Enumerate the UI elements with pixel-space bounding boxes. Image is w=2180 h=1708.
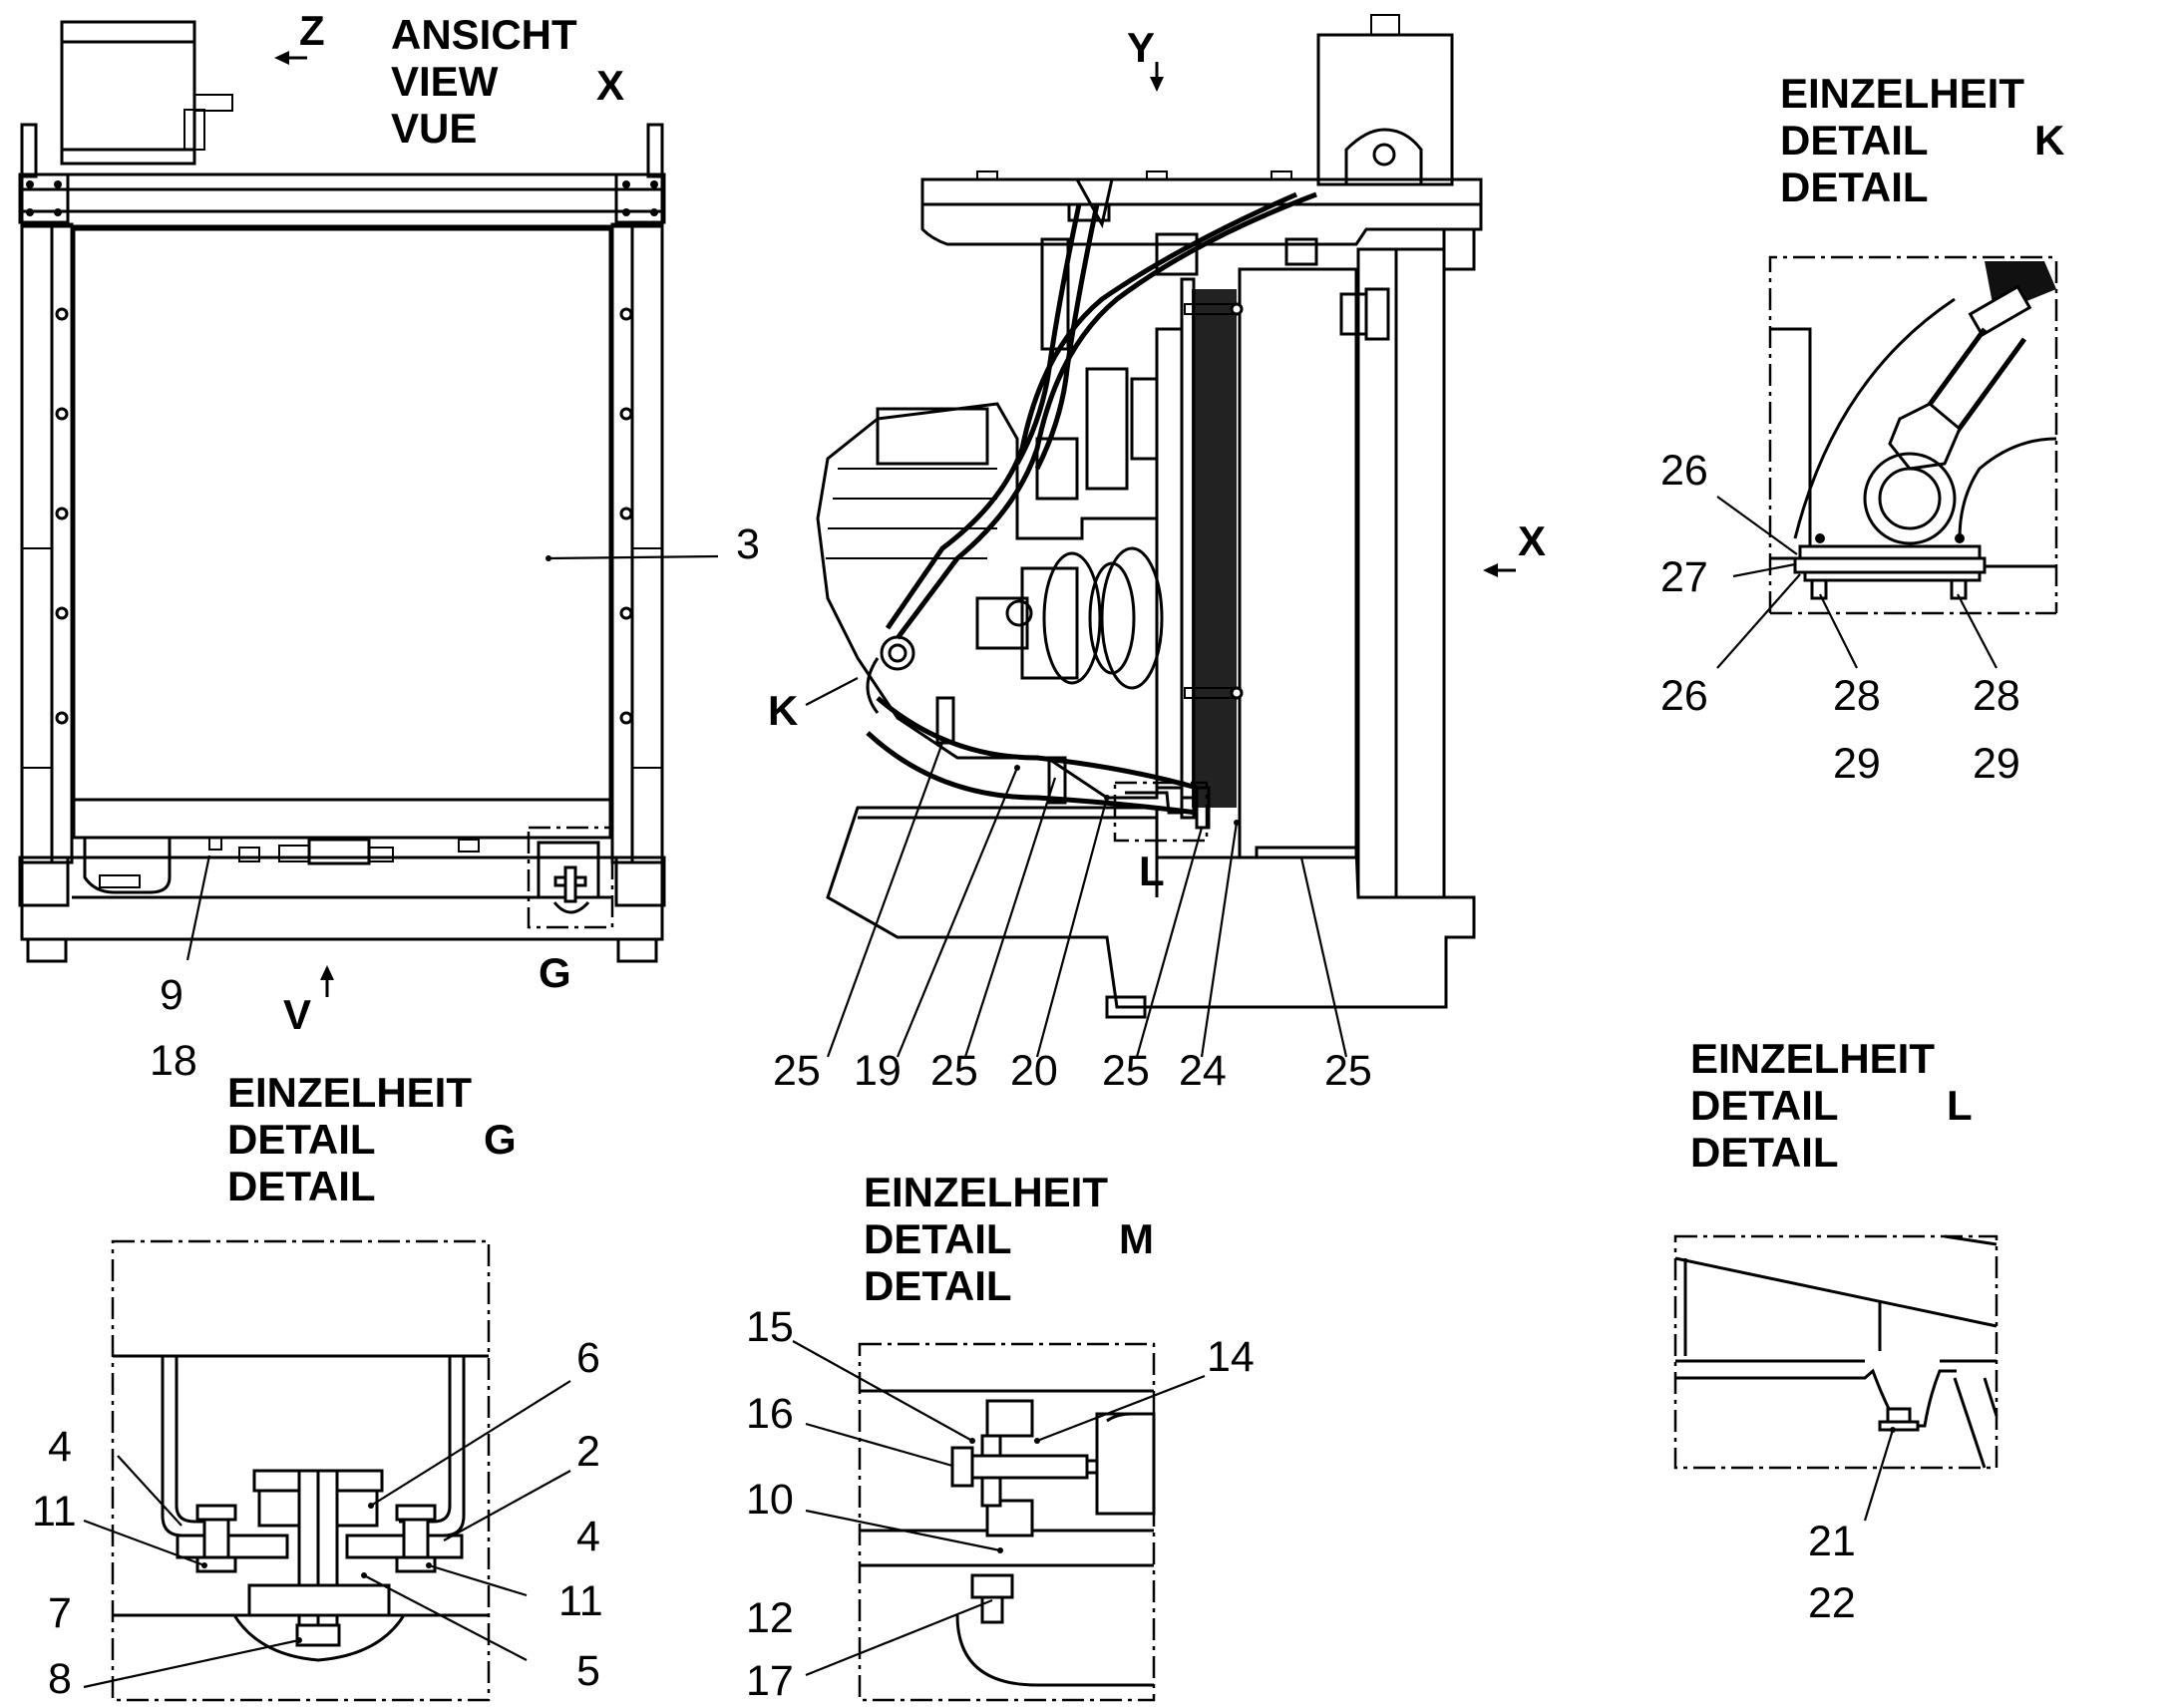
detail-k-callout-28b: 28 <box>1973 672 2020 720</box>
detail-m-callout-16: 16 <box>746 1390 794 1438</box>
detail-k-callout-28a: 28 <box>1833 672 1881 720</box>
marker-l-label: L <box>1139 848 1165 894</box>
detail-k-callout-29a: 29 <box>1833 740 1881 788</box>
detail-l-l1: EINZELHEIT <box>1690 1035 1935 1082</box>
side-callout-6: 25 <box>1324 1047 1372 1095</box>
detail-k-callout-29b: 29 <box>1973 740 2020 788</box>
detail-l-drawing <box>1673 1234 1998 1522</box>
arrow-y-label: Y <box>1127 24 1155 71</box>
callout-9: 9 <box>160 971 183 1019</box>
detail-g-title: EINZELHEIT DETAIL DETAIL G <box>227 1069 517 1209</box>
detail-m-callout-15: 15 <box>746 1303 794 1351</box>
detail-g-callout-4a: 4 <box>48 1423 72 1471</box>
detail-m-drawing <box>792 1340 1206 1702</box>
detail-k-callout-26a: 26 <box>1660 447 1708 495</box>
detail-l-l3: DETAIL <box>1690 1129 1839 1176</box>
detail-l-title: EINZELHEIT DETAIL DETAIL L <box>1690 1035 1973 1176</box>
detail-m-callout-12: 12 <box>746 1594 794 1642</box>
side-callout-0: 25 <box>773 1047 821 1095</box>
marker-k-label: K <box>768 687 798 734</box>
detail-g-drawing <box>83 1239 571 1702</box>
detail-m-letter: M <box>1119 1215 1154 1262</box>
detail-g-callout-11a: 11 <box>32 1488 77 1536</box>
detail-g-callout-11b: 11 <box>558 1577 603 1625</box>
marker-g-label: G <box>539 949 571 996</box>
detail-m-title: EINZELHEIT DETAIL DETAIL M <box>864 1169 1154 1309</box>
leader-3 <box>547 554 719 560</box>
detail-g-l2: DETAIL <box>227 1116 376 1163</box>
callout-18: 18 <box>150 1037 197 1085</box>
detail-m-callout-17: 17 <box>746 1657 794 1705</box>
detail-m-callout-10: 10 <box>746 1476 794 1524</box>
detail-k-l1: EINZELHEIT <box>1780 70 2024 117</box>
detail-m-callout-14: 14 <box>1207 1333 1255 1381</box>
detail-k-callout-26b: 26 <box>1660 672 1708 720</box>
view-x-title-l1: ANSICHT <box>391 11 577 58</box>
arrow-v-label: V <box>283 991 311 1038</box>
detail-k-l3: DETAIL <box>1780 164 1929 210</box>
side-callout-3: 20 <box>1010 1047 1058 1095</box>
detail-m-l1: EINZELHEIT <box>864 1169 1108 1215</box>
detail-m-l3: DETAIL <box>864 1262 1012 1309</box>
detail-g-l1: EINZELHEIT <box>227 1069 472 1116</box>
detail-g-callout-6: 6 <box>576 1334 600 1382</box>
detail-l-callout-21: 21 <box>1808 1518 1856 1565</box>
detail-m-l2: DETAIL <box>864 1215 1012 1262</box>
detail-l-callout-22: 22 <box>1808 1579 1856 1627</box>
view-x-title-letter: X <box>596 62 624 109</box>
detail-g-callout-7: 7 <box>48 1589 72 1637</box>
detail-k-callout-27: 27 <box>1660 553 1708 601</box>
side-callout-4: 25 <box>1102 1047 1150 1095</box>
detail-g-callout-2: 2 <box>576 1428 600 1476</box>
side-view-drawing <box>805 14 1516 1019</box>
arrow-z-label: Z <box>299 7 325 54</box>
view-x-title: ANSICHT VIEW VUE X <box>391 11 624 152</box>
side-view-leaders <box>826 742 1348 1058</box>
detail-k-title: EINZELHEIT DETAIL DETAIL K <box>1780 70 2064 210</box>
side-callout-2: 25 <box>930 1047 978 1095</box>
detail-k-l2: DETAIL <box>1780 117 1929 164</box>
side-callout-5: 24 <box>1179 1047 1227 1095</box>
detail-g-callout-5: 5 <box>576 1647 600 1695</box>
detail-g-callout-8: 8 <box>48 1655 72 1703</box>
detail-k-drawing <box>1716 255 2058 669</box>
detail-k-letter: K <box>2034 117 2064 164</box>
arrow-x-label: X <box>1518 517 1546 564</box>
detail-g-letter: G <box>484 1116 517 1163</box>
view-x-title-l2: VIEW <box>391 58 499 105</box>
view-x-title-l3: VUE <box>391 105 477 152</box>
callout-3: 3 <box>736 520 760 568</box>
detail-g-callout-4b: 4 <box>576 1513 600 1560</box>
detail-l-l2: DETAIL <box>1690 1082 1839 1129</box>
view-x-drawing <box>18 20 666 997</box>
leader-9 <box>185 854 211 961</box>
detail-g-l3: DETAIL <box>227 1163 376 1209</box>
side-callout-1: 19 <box>854 1047 902 1095</box>
detail-l-letter: L <box>1947 1082 1973 1129</box>
